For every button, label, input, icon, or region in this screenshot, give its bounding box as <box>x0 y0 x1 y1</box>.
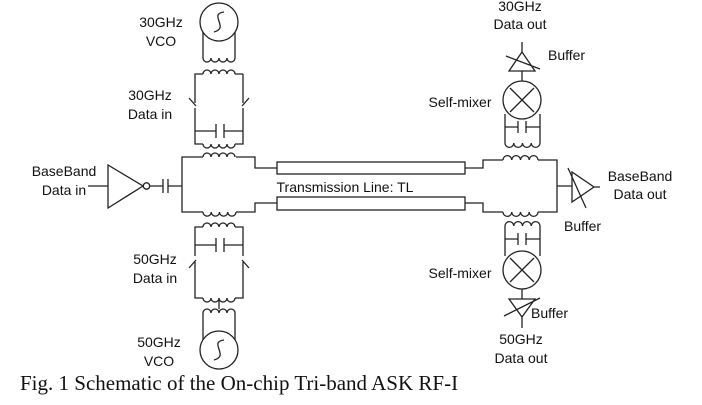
tank-50ghz <box>504 226 541 256</box>
baseband-out-label-1: BaseBand <box>608 168 673 184</box>
inductor-coil <box>202 297 236 303</box>
buffer-50-symbol <box>503 289 541 328</box>
data-out-30-label-1: 30GHz <box>498 0 542 14</box>
vco-30-label-2: VCO <box>146 33 176 49</box>
transmission-line-top <box>276 161 466 175</box>
data-out-50-label-2: Data out <box>495 350 548 366</box>
mixer-x-icon <box>509 257 535 283</box>
vco-30ghz-symbol <box>199 2 239 42</box>
vco-30-label-1: 30GHz <box>139 14 183 30</box>
inductor-coil <box>202 143 236 149</box>
coupling-capacitor <box>150 179 182 193</box>
inductor-coil <box>202 222 236 228</box>
inductor-coil <box>502 211 539 218</box>
self-mixer-50-label: Self-mixer <box>428 265 491 281</box>
buffer-30-label: Buffer <box>548 47 585 63</box>
data-out-30-label-2: Data out <box>494 16 547 32</box>
vco-30-leads <box>202 32 236 58</box>
inverter-symbol <box>88 163 145 210</box>
tank-30ghz <box>504 114 541 143</box>
inductor-coil <box>502 154 539 161</box>
inductor-coil <box>504 142 541 149</box>
sine-icon <box>213 339 225 361</box>
buffer-50-label: Buffer <box>531 305 568 321</box>
data-in-30-label-1: 30GHz <box>128 87 172 103</box>
inductor-coil <box>202 308 236 314</box>
baseband-in-label-1: BaseBand <box>32 163 97 179</box>
baseband-buffer-symbol <box>557 167 600 209</box>
baseband-out-label-2: Data out <box>614 186 667 202</box>
inductors <box>202 57 541 314</box>
inductor-coil <box>504 220 541 227</box>
inductor-coil <box>202 211 237 217</box>
sine-icon <box>213 11 225 33</box>
transmission-line-label: Transmission Line: TL <box>277 179 414 195</box>
mixer-x-icon <box>509 87 535 113</box>
figure-caption: Fig. 1 Schematic of the On-chip Tri-band… <box>20 371 459 395</box>
data-in-30-label-2: Data in <box>128 106 172 122</box>
modulator-30ghz <box>188 73 250 145</box>
splitter-network <box>181 156 277 213</box>
modulator-50ghz <box>188 226 250 299</box>
vco-50-leads <box>202 300 236 340</box>
vco-50-label-1: 50GHz <box>137 334 181 350</box>
vco-50ghz-symbol <box>199 330 239 370</box>
transmission-line-bottom <box>276 196 466 211</box>
baseband-in-label-2: Data in <box>42 182 86 198</box>
inductor-coil <box>202 57 236 63</box>
vco-50-label-2: VCO <box>144 353 174 369</box>
data-in-50-label-2: Data in <box>133 270 177 286</box>
inductor-coil <box>202 152 236 158</box>
inverter-bubble <box>142 182 151 190</box>
wires <box>88 2 600 370</box>
inductor-coil <box>202 69 236 75</box>
buffer-30-symbol <box>505 42 541 81</box>
labels: 30GHz VCO 30GHz Data in BaseBand Data in… <box>32 0 673 369</box>
buffer-bb-label: Buffer <box>564 218 601 234</box>
data-out-50-label-1: 50GHz <box>499 331 543 347</box>
self-mixer-30-label: Self-mixer <box>428 94 491 110</box>
data-in-50-label-1: 50GHz <box>133 251 177 267</box>
combiner-network <box>465 159 558 213</box>
